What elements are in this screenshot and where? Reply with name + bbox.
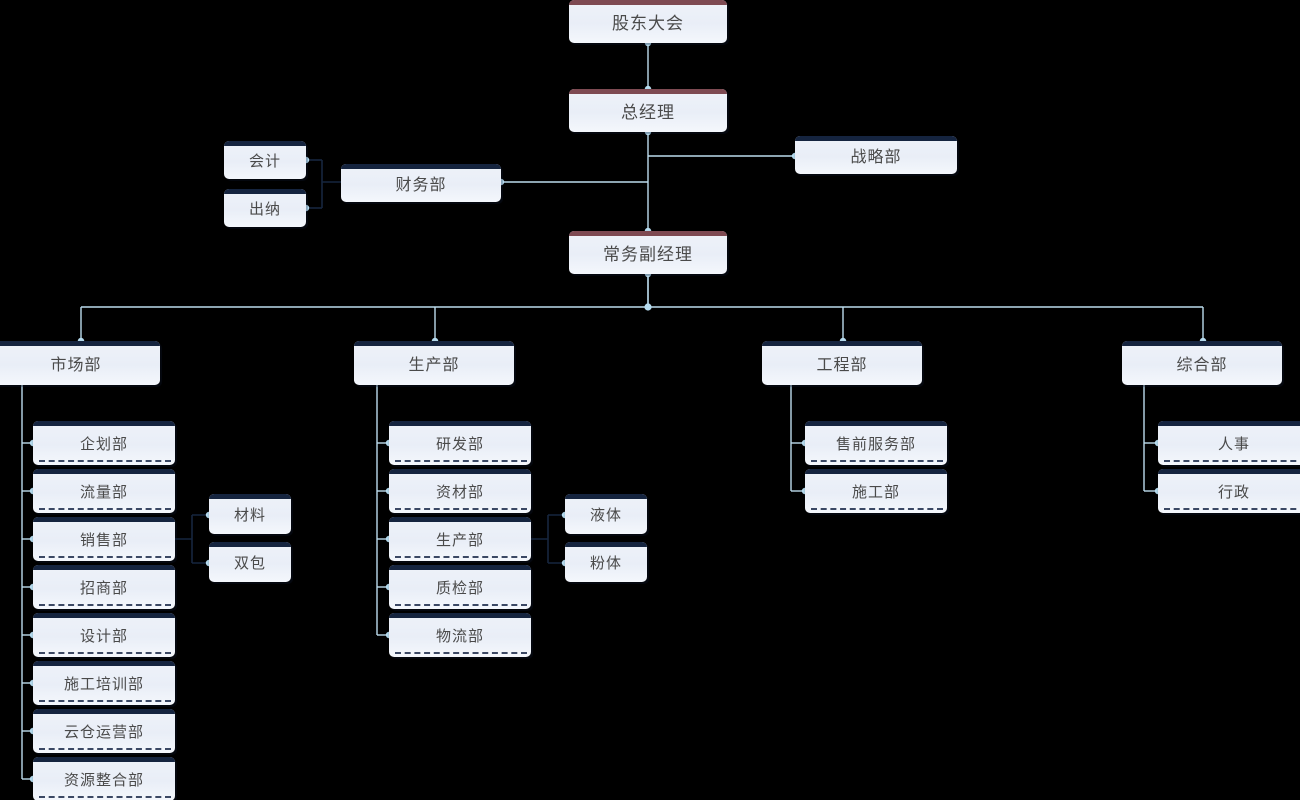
node-traffic-department[interactable]: 流量部 (33, 469, 175, 513)
node-accountant[interactable]: 会计 (224, 141, 306, 179)
node-market-department[interactable]: 市场部 (0, 341, 160, 385)
node-label: 施工培训部 (63, 675, 144, 693)
node-powder[interactable]: 粉体 (565, 542, 647, 582)
node-logistics-department[interactable]: 物流部 (389, 613, 531, 657)
node-label: 市场部 (50, 357, 102, 374)
node-material[interactable]: 材料 (209, 494, 291, 534)
node-executive-deputy-gm[interactable]: 常务副经理 (569, 231, 727, 274)
node-label: 工程部 (816, 357, 868, 374)
node-sales-department[interactable]: 销售部 (33, 517, 175, 561)
node-label: 资材部 (435, 483, 484, 501)
node-planning-department[interactable]: 企划部 (33, 421, 175, 465)
node-strategy-department[interactable]: 战略部 (795, 136, 957, 174)
edge-dot (644, 303, 652, 311)
node-general-manager[interactable]: 总经理 (569, 89, 727, 132)
node-label: 质检部 (435, 579, 484, 597)
node-resource-integration-department[interactable]: 资源整合部 (33, 757, 175, 800)
node-cashier[interactable]: 出纳 (224, 189, 306, 227)
node-label: 财务部 (395, 177, 447, 194)
node-production-sub-department[interactable]: 生产部 (389, 517, 531, 561)
node-label: 云仓运营部 (63, 723, 144, 741)
node-label: 总经理 (621, 103, 675, 122)
node-label: 生产部 (435, 531, 484, 549)
node-design-department[interactable]: 设计部 (33, 613, 175, 657)
node-label: 综合部 (1176, 357, 1228, 374)
node-construction-department[interactable]: 施工部 (805, 469, 947, 513)
node-label: 流量部 (79, 483, 128, 501)
node-label: 人事 (1217, 435, 1250, 453)
node-double-pack[interactable]: 双包 (209, 542, 291, 582)
node-administration[interactable]: 行政 (1158, 469, 1300, 513)
node-label: 双包 (233, 554, 266, 572)
node-label: 设计部 (79, 627, 128, 645)
node-liquid[interactable]: 液体 (565, 494, 647, 534)
node-cloud-warehouse-operations-department[interactable]: 云仓运营部 (33, 709, 175, 753)
node-presales-service-department[interactable]: 售前服务部 (805, 421, 947, 465)
node-label: 研发部 (435, 435, 484, 453)
node-materials-department[interactable]: 资材部 (389, 469, 531, 513)
node-label: 售前服务部 (835, 435, 916, 453)
node-label: 会计 (248, 152, 281, 170)
node-label: 液体 (589, 506, 622, 524)
node-label: 行政 (1217, 483, 1250, 501)
node-rnd-department[interactable]: 研发部 (389, 421, 531, 465)
node-finance-department[interactable]: 财务部 (341, 164, 501, 202)
node-human-resources[interactable]: 人事 (1158, 421, 1300, 465)
node-general-affairs-department[interactable]: 综合部 (1122, 341, 1282, 385)
node-label: 生产部 (408, 357, 460, 374)
node-label: 施工部 (851, 483, 900, 501)
node-label: 战略部 (850, 149, 902, 166)
node-construction-training-department[interactable]: 施工培训部 (33, 661, 175, 705)
node-label: 企划部 (79, 435, 128, 453)
node-label: 股东大会 (612, 14, 684, 33)
node-production-department[interactable]: 生产部 (354, 341, 514, 385)
node-label: 材料 (233, 506, 266, 524)
node-label: 物流部 (435, 627, 484, 645)
node-label: 常务副经理 (603, 245, 693, 264)
node-label: 资源整合部 (63, 771, 144, 789)
node-quality-control-department[interactable]: 质检部 (389, 565, 531, 609)
node-label: 销售部 (79, 531, 128, 549)
node-label: 招商部 (79, 579, 128, 597)
node-label: 粉体 (589, 554, 622, 572)
node-engineering-department[interactable]: 工程部 (762, 341, 922, 385)
node-label: 出纳 (248, 200, 281, 218)
node-shareholders-meeting[interactable]: 股东大会 (569, 0, 727, 43)
node-investment-department[interactable]: 招商部 (33, 565, 175, 609)
